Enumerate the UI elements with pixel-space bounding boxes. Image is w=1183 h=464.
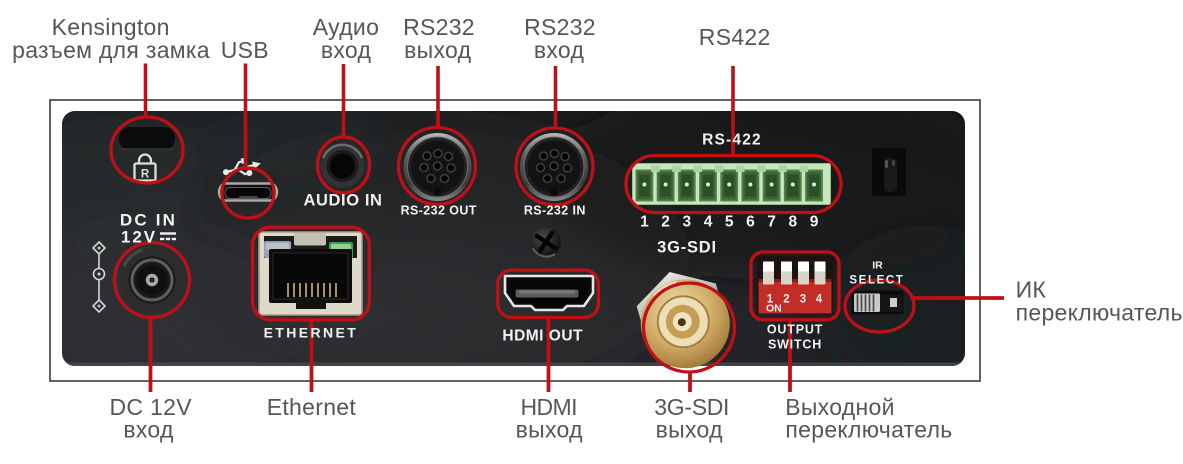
svg-text:3: 3 [800, 294, 806, 306]
svg-text:5: 5 [725, 214, 734, 231]
svg-text:OUTPUT: OUTPUT [767, 323, 823, 337]
svg-text:RS-422: RS-422 [702, 132, 762, 149]
svg-text:1: 1 [640, 214, 649, 231]
svg-text:4: 4 [816, 294, 823, 306]
svg-text:вход: вход [321, 37, 372, 63]
svg-text:вход: вход [534, 37, 585, 63]
svg-text:RS232: RS232 [403, 14, 475, 40]
svg-text:IR: IR [872, 260, 883, 272]
svg-text:HDMI: HDMI [521, 394, 577, 420]
svg-text:DC IN: DC IN [120, 211, 177, 230]
svg-text:3G-SDI: 3G-SDI [657, 239, 717, 257]
svg-text:4: 4 [704, 214, 713, 231]
svg-text:DC 12V: DC 12V [110, 394, 193, 420]
svg-text:выход: выход [516, 417, 583, 443]
svg-text:RS-232 OUT: RS-232 OUT [401, 204, 477, 218]
svg-text:разъем для замка: разъем для замка [12, 37, 210, 63]
svg-text:ИК: ИК [1016, 277, 1047, 303]
svg-text:переключатель: переключатель [785, 417, 952, 443]
svg-text:ON: ON [766, 303, 782, 315]
svg-text:8: 8 [788, 214, 797, 231]
svg-text:RS232: RS232 [524, 14, 596, 40]
svg-text:USB: USB [221, 37, 269, 63]
svg-text:HDMI OUT: HDMI OUT [502, 328, 583, 345]
svg-text:Аудио: Аудио [313, 14, 379, 40]
svg-text:Выходной: Выходной [785, 394, 895, 420]
svg-text:12V: 12V [121, 228, 157, 247]
svg-text:RS-232 IN: RS-232 IN [524, 204, 586, 218]
svg-text:Kensington: Kensington [52, 14, 170, 40]
svg-text:вход: вход [123, 417, 174, 443]
svg-text:SWITCH: SWITCH [768, 338, 822, 352]
svg-text:1: 1 [767, 294, 774, 306]
svg-text:2: 2 [783, 294, 789, 306]
svg-text:2: 2 [661, 214, 670, 231]
svg-text:выход: выход [404, 37, 471, 63]
svg-text:3G-SDI: 3G-SDI [654, 394, 729, 420]
svg-text:3: 3 [682, 214, 691, 231]
svg-text:выход: выход [656, 417, 723, 443]
svg-text:переключатель: переключатель [1016, 300, 1183, 326]
svg-text:9: 9 [810, 214, 819, 231]
svg-text:RS422: RS422 [699, 24, 771, 50]
svg-text:Ethernet: Ethernet [267, 394, 357, 420]
svg-text:ETHERNET: ETHERNET [264, 325, 359, 341]
svg-text:AUDIO IN: AUDIO IN [303, 192, 382, 210]
svg-text:7: 7 [767, 214, 776, 231]
svg-text:SELECT: SELECT [849, 275, 904, 287]
svg-text:R: R [141, 169, 150, 181]
svg-text:6: 6 [746, 214, 755, 231]
